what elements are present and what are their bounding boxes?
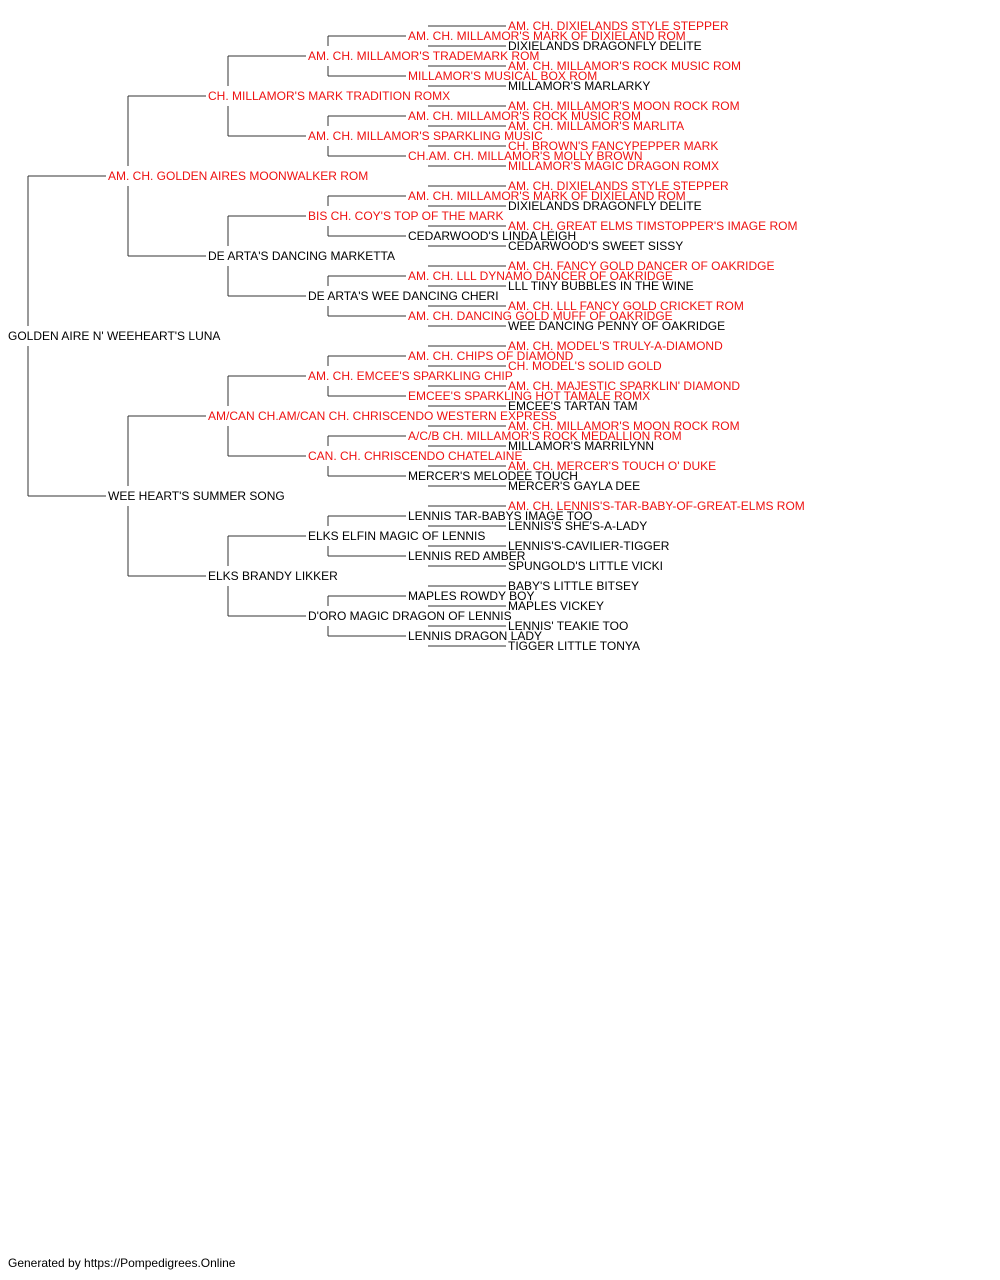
ancestor-name: AM. CH. MILLAMOR'S MARK OF DIXIELAND ROM xyxy=(408,189,686,203)
ancestor-name: AM. CH. MILLAMOR'S MARLITA xyxy=(508,119,684,133)
ancestor-name: DE ARTA'S DANCING MARKETTA xyxy=(208,249,395,263)
ancestor-name: EMCEE'S TARTAN TAM xyxy=(508,399,638,413)
generated-by-footer: Generated by https://Pompedigrees.Online xyxy=(8,1256,236,1270)
ancestor-name: CH.AM. CH. MILLAMOR'S MOLLY BROWN xyxy=(408,149,643,163)
ancestor-name: AM. CH. MAJESTIC SPARKLIN' DIAMOND xyxy=(508,379,740,393)
ancestor-name: EMCEE'S SPARKLING HOT TAMALE ROMX xyxy=(408,389,650,403)
ancestor-name: AM. CH. MILLAMOR'S MOON ROCK ROM xyxy=(508,99,740,113)
ancestor-name: CH. MODEL'S SOLID GOLD xyxy=(508,359,662,373)
ancestor-name: AM. CH. CHIPS OF DIAMOND xyxy=(408,349,574,363)
ancestor-name: AM. CH. MILLAMOR'S MOON ROCK ROM xyxy=(508,419,740,433)
ancestor-name: AM. CH. DANCING GOLD MUFF OF OAKRIDGE xyxy=(408,309,673,323)
ancestor-name: LENNIS' TEAKIE TOO xyxy=(508,619,628,633)
ancestor-name: MILLAMOR'S MARRILYNN xyxy=(508,439,654,453)
ancestor-name: MERCER'S MELODEE TOUCH xyxy=(408,469,578,483)
ancestor-name: BIS CH. COY'S TOP OF THE MARK xyxy=(308,209,503,223)
ancestor-name: TIGGER LITTLE TONYA xyxy=(508,639,640,653)
ancestor-name: AM. CH. GREAT ELMS TIMSTOPPER'S IMAGE RO… xyxy=(508,219,797,233)
ancestor-name: CAN. CH. CHRISCENDO CHATELAINE xyxy=(308,449,522,463)
ancestor-name: MAPLES VICKEY xyxy=(508,599,604,613)
ancestor-name: WEE HEART'S SUMMER SONG xyxy=(108,489,285,503)
ancestor-name: CEDARWOOD'S SWEET SISSY xyxy=(508,239,683,253)
ancestor-name: ELKS BRANDY LIKKER xyxy=(208,569,338,583)
ancestor-name: AM. CH. LENNIS'S-TAR-BABY-OF-GREAT-ELMS … xyxy=(508,499,805,513)
ancestor-name: AM. CH. LLL FANCY GOLD CRICKET ROM xyxy=(508,299,744,313)
ancestor-name: A/C/B CH. MILLAMOR'S ROCK MEDALLION ROM xyxy=(408,429,682,443)
ancestor-name: LENNIS RED AMBER xyxy=(408,549,526,563)
ancestor-name: SPUNGOLD'S LITTLE VICKI xyxy=(508,559,663,573)
ancestor-name: AM. CH. MILLAMOR'S SPARKLING MUSIC xyxy=(308,129,543,143)
ancestor-name: MILLAMOR'S MAGIC DRAGON ROMX xyxy=(508,159,719,173)
ancestor-name: LENNIS DRAGON LADY xyxy=(408,629,542,643)
ancestor-name: MERCER'S GAYLA DEE xyxy=(508,479,640,493)
ancestor-name: AM. CH. MODEL'S TRULY-A-DIAMOND xyxy=(508,339,723,353)
ancestor-name: AM. CH. LLL DYNAMO DANCER OF OAKRIDGE xyxy=(408,269,673,283)
ancestor-name: DE ARTA'S WEE DANCING CHERI xyxy=(308,289,499,303)
ancestor-name: AM. CH. GOLDEN AIRES MOONWALKER ROM xyxy=(108,169,368,183)
ancestor-name: AM. CH. MILLAMOR'S MARK OF DIXIELAND ROM xyxy=(408,29,686,43)
ancestor-name: DIXIELANDS DRAGONFLY DELITE xyxy=(508,199,702,213)
ancestor-name: MILLAMOR'S MARLARKY xyxy=(508,79,650,93)
ancestor-name: AM. CH. DIXIELANDS STYLE STEPPER xyxy=(508,19,729,33)
ancestor-name: CEDARWOOD'S LINDA LEIGH xyxy=(408,229,576,243)
ancestor-name: AM. CH. MILLAMOR'S ROCK MUSIC ROM xyxy=(508,59,741,73)
ancestor-name: LENNIS'S-CAVILIER-TIGGER xyxy=(508,539,670,553)
ancestor-name: AM. CH. MILLAMOR'S TRADEMARK ROM xyxy=(308,49,539,63)
ancestor-name: AM/CAN CH.AM/CAN CH. CHRISCENDO WESTERN … xyxy=(208,409,557,423)
ancestor-name: CH. MILLAMOR'S MARK TRADITION ROMX xyxy=(208,89,450,103)
ancestor-name: MAPLES ROWDY BOY xyxy=(408,589,534,603)
ancestor-name: CH. BROWN'S FANCYPEPPER MARK xyxy=(508,139,718,153)
ancestor-name: AM. CH. DIXIELANDS STYLE STEPPER xyxy=(508,179,729,193)
ancestor-name: BABY'S LITTLE BITSEY xyxy=(508,579,639,593)
ancestor-name: ELKS ELFIN MAGIC OF LENNIS xyxy=(308,529,485,543)
ancestor-name: D'ORO MAGIC DRAGON OF LENNIS xyxy=(308,609,512,623)
ancestor-name: DIXIELANDS DRAGONFLY DELITE xyxy=(508,39,702,53)
subject-name: GOLDEN AIRE N' WEEHEART'S LUNA xyxy=(8,329,220,343)
ancestor-name: AM. CH. MERCER'S TOUCH O' DUKE xyxy=(508,459,716,473)
ancestor-name: MILLAMOR'S MUSICAL BOX ROM xyxy=(408,69,597,83)
ancestor-name: WEE DANCING PENNY OF OAKRIDGE xyxy=(508,319,725,333)
ancestor-name: AM. CH. EMCEE'S SPARKLING CHIP xyxy=(308,369,513,383)
ancestor-name: LLL TINY BUBBLES IN THE WINE xyxy=(508,279,694,293)
ancestor-name: AM. CH. FANCY GOLD DANCER OF OAKRIDGE xyxy=(508,259,774,273)
ancestor-name: AM. CH. MILLAMOR'S ROCK MUSIC ROM xyxy=(408,109,641,123)
ancestor-name: LENNIS TAR-BABYS IMAGE TOO xyxy=(408,509,593,523)
ancestor-name: LENNIS'S SHE'S-A-LADY xyxy=(508,519,647,533)
